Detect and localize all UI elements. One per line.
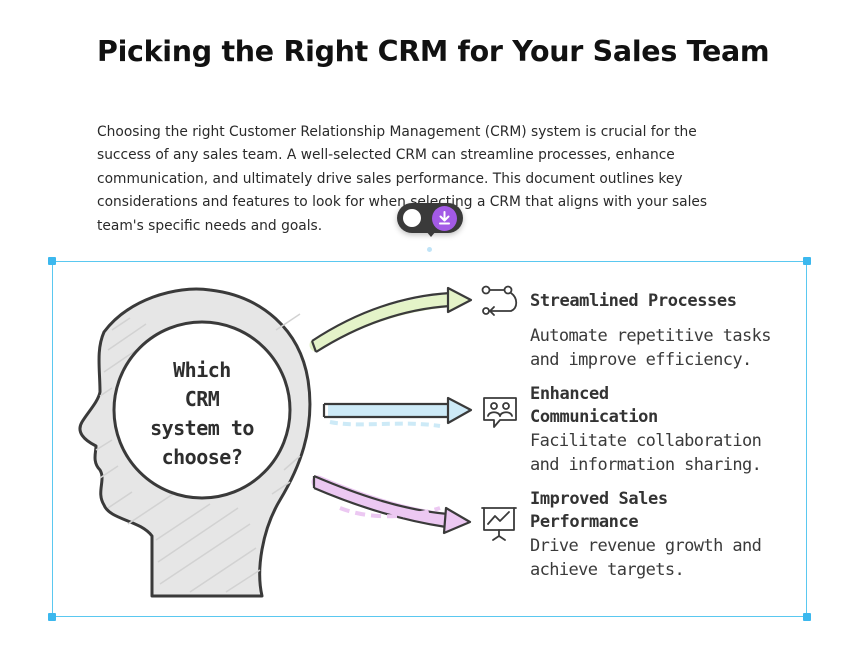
item-title-line: Performance: [530, 512, 639, 532]
item-title-line: Enhanced: [530, 384, 609, 404]
head-line: Which: [173, 358, 231, 382]
arrow-performance: [311, 474, 472, 535]
toolbar-pointer: [426, 231, 436, 237]
question-circle: [112, 320, 292, 500]
document-title: Picking the Right CRM for Your Sales Tea…: [97, 35, 770, 68]
download-icon[interactable]: [432, 206, 457, 231]
item-desc-line: Drive revenue growth and: [530, 536, 762, 556]
intro-line: success of any sales team. A well-select…: [97, 147, 675, 164]
item-desc-line: and information sharing.: [530, 454, 762, 475]
rotate-handle[interactable]: [427, 247, 432, 252]
toggle-icon[interactable]: [403, 209, 421, 227]
intro-line: Choosing the right Customer Relationship…: [97, 124, 697, 140]
resize-handle-top-left[interactable]: [48, 257, 56, 265]
floating-toolbar: [397, 203, 463, 233]
resize-handle-bottom-left[interactable]: [48, 613, 56, 621]
head-line: CRM: [184, 387, 220, 411]
head-line: choose?: [161, 445, 243, 469]
head-question: Which CRM system to choose?: [122, 356, 282, 472]
presentation-chart-icon: [481, 507, 517, 541]
item-desc-communication: Facilitate collaboration and information…: [530, 430, 762, 477]
item-desc-line: achieve targets.: [530, 559, 685, 580]
arrow-communication: [322, 396, 473, 428]
head-line: system to: [150, 416, 254, 440]
intro-line: communication, and ultimately drive sale…: [97, 170, 683, 187]
resize-handle-top-right[interactable]: [803, 257, 811, 265]
item-desc-line: Automate repetitive tasks: [530, 326, 771, 346]
resize-handle-bottom-right[interactable]: [803, 613, 811, 621]
item-desc-performance: Drive revenue growth and achieve targets…: [530, 535, 762, 582]
workflow-icon: [481, 285, 518, 316]
item-title-streamlined: Streamlined Processes: [530, 290, 737, 313]
item-title-line: Streamlined Processes: [530, 291, 737, 311]
item-desc-line: and improve efficiency.: [530, 349, 752, 370]
item-desc-line: Facilitate collaboration: [530, 431, 762, 451]
item-title-communication: Enhanced Communication: [530, 383, 658, 429]
item-title-line: Improved Sales: [530, 489, 668, 509]
item-desc-streamlined: Automate repetitive tasks and improve ef…: [530, 325, 771, 372]
team-chat-icon: [483, 397, 517, 428]
intro-paragraph: Choosing the right Customer Relationship…: [97, 121, 727, 238]
arrow-streamlined: [309, 286, 473, 353]
item-title-performance: Improved Sales Performance: [530, 488, 668, 534]
item-title-line: Communication: [530, 407, 658, 427]
graphic-selection-frame[interactable]: [52, 261, 807, 617]
intro-line: team's specific needs and goals.: [97, 217, 323, 234]
intro-line: considerations and features to look for …: [97, 194, 708, 211]
